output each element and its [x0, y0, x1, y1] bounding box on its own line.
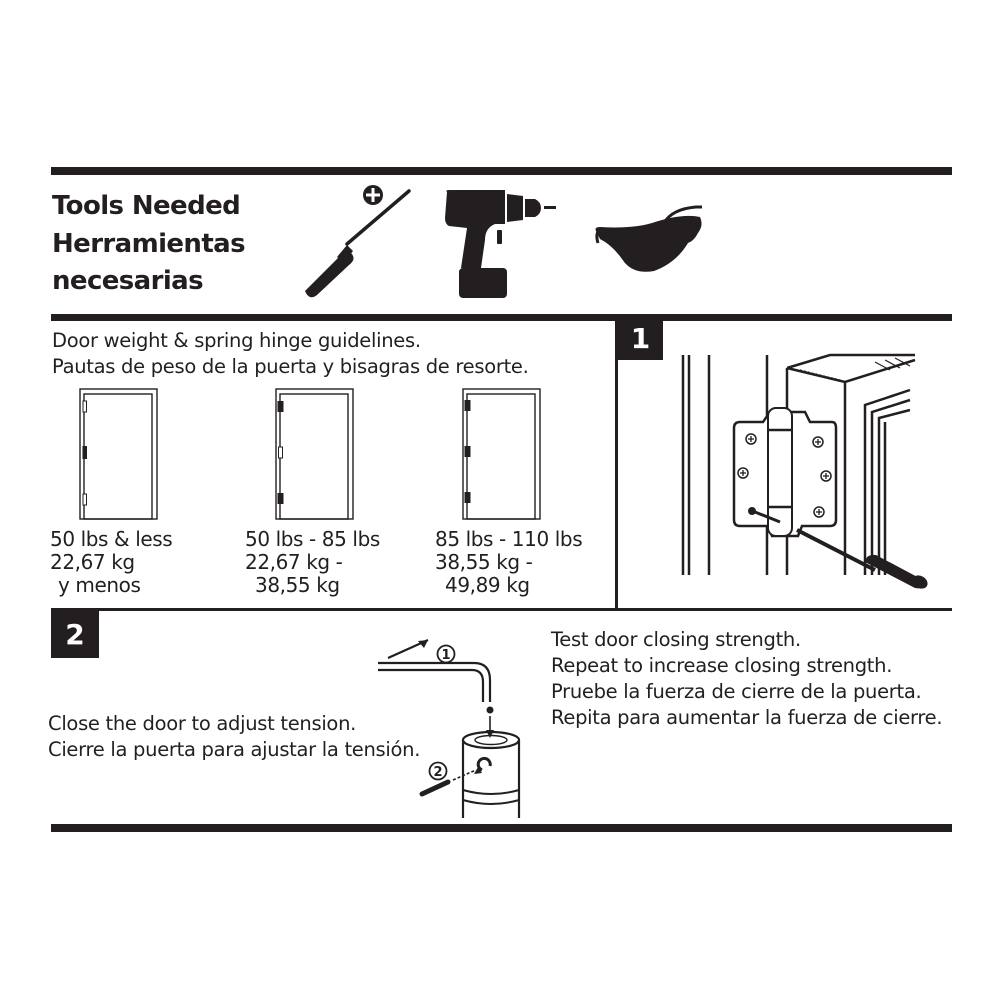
step-2-instruction: Close the door to adjust tension. Cierre…	[48, 711, 420, 763]
safety-glasses-icon	[595, 205, 702, 272]
weight-label-2: 50 lbs - 85 lbs 22,67 kg - 38,55 kg	[245, 528, 380, 597]
weight-kg-2a: 22,67 kg -	[245, 550, 343, 574]
mid-rule	[51, 608, 952, 611]
tools-section-rule	[51, 314, 952, 321]
title-line-en: Tools Needed	[52, 191, 241, 221]
weight-kg-1b: y menos	[58, 573, 141, 597]
note-repeat: Repeat to increase closing strength.	[551, 654, 893, 677]
svg-text:1: 1	[441, 648, 450, 663]
top-rule	[51, 167, 952, 175]
note-test-strength: Test door closing strength.	[551, 628, 801, 651]
step-1-divider	[615, 314, 618, 611]
weight-label-3: 85 lbs - 110 lbs 38,55 kg - 49,89 kg	[435, 527, 583, 597]
drill-icon	[445, 190, 556, 298]
title-line-es-1: Herramientas	[52, 228, 246, 259]
guidelines-heading: Door weight & spring hinge guidelines. P…	[52, 328, 529, 380]
note-pruebe: Pruebe la fuerza de cierre de la puerta.	[551, 680, 922, 703]
step-2-notes: Test door closing strength. Repeat to in…	[551, 627, 943, 731]
step-1-badge: 1	[618, 318, 663, 360]
step-2-instruction-en: Close the door to adjust tension.	[48, 712, 357, 735]
tension-adjust-illustration: 1 2	[378, 638, 521, 818]
weight-kg-1a: 22,67 kg	[50, 550, 135, 574]
screwdriver-icon	[305, 185, 411, 298]
door-diagram-1	[79, 388, 158, 520]
step-2-instruction-es: Cierre la puerta para ajustar la tensión…	[48, 738, 421, 761]
svg-text:2: 2	[433, 765, 442, 780]
door-diagram-2	[275, 388, 354, 520]
weight-kg-3a: 38,55 kg -	[435, 550, 533, 574]
door-diagram-3	[462, 388, 541, 520]
step-2-badge: 2	[51, 611, 99, 658]
title-line-es-2: necesarias	[52, 266, 204, 296]
hinge-installation-illustration	[681, 353, 928, 589]
tools-needed-title: Tools Needed Herramientas necesarias	[52, 188, 246, 301]
weight-lbs-2: 50 lbs - 85 lbs	[245, 527, 380, 551]
weight-lbs-1: 50 lbs & less	[50, 527, 173, 551]
bottom-rule	[51, 824, 952, 832]
weight-lbs-3: 85 lbs - 110 lbs	[435, 527, 583, 551]
weight-label-1: 50 lbs & less 22,67 kg y menos	[50, 527, 173, 597]
note-repita: Repita para aumentar la fuerza de cierre…	[551, 706, 943, 729]
weight-kg-3b: 49,89 kg	[445, 573, 530, 597]
guidelines-heading-es: Pautas de peso de la puerta y bisagras d…	[52, 355, 529, 378]
weight-kg-2b: 38,55 kg	[255, 573, 340, 597]
guidelines-heading-en: Door weight & spring hinge guidelines.	[52, 329, 421, 352]
